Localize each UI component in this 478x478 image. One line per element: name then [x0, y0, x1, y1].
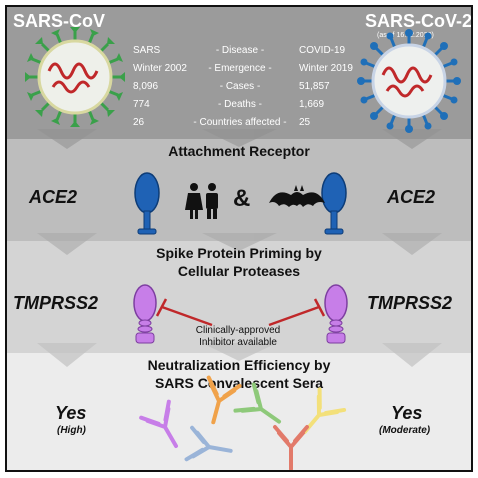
tmprss2-left-label: TMPRSS2	[13, 293, 99, 313]
row-disease-right: COVID-19	[299, 45, 346, 56]
row-cases-left: 8,096	[133, 81, 159, 92]
attachment-graphics	[134, 172, 347, 235]
row-emergence-label: - Emergence -	[208, 63, 272, 74]
row-disease-left: SARS	[133, 45, 161, 56]
antibody-icon	[233, 382, 282, 424]
virus-sars-cov-2-icon	[357, 29, 461, 133]
priming-title-line1: Spike Protein Priming by	[156, 245, 322, 261]
row-deaths-label: - Deaths -	[218, 99, 262, 110]
tmprss2-protease-icon	[324, 284, 348, 344]
sars-cov2-title: SARS-CoV-2	[365, 11, 473, 31]
row-countries-right: 25	[299, 117, 311, 128]
flow-arrow-right-3	[382, 343, 442, 367]
flow-arrow-mid-1	[202, 129, 277, 147]
row-countries-label: - Countries affected -	[193, 117, 287, 128]
band-attachment	[7, 139, 471, 241]
antibody-icon	[184, 425, 233, 462]
bat-icon	[269, 185, 325, 207]
antibody-icon	[206, 375, 242, 425]
flow-arrow-mid-3	[202, 343, 277, 361]
antibody-icon	[273, 425, 309, 470]
inhibitor-note-line2: Inhibitor available	[199, 337, 277, 348]
row-deaths-left: 774	[133, 99, 150, 110]
flow-arrow-left-2	[37, 233, 97, 255]
flow-arrows	[37, 129, 442, 367]
neutralization-title-line2: SARS Convalescent Sera	[154, 375, 324, 391]
as-of-date: (as of 16.02.2020)	[377, 32, 434, 39]
flow-arrow-left-1	[37, 129, 97, 149]
row-disease-label: - Disease -	[215, 45, 265, 56]
ace2-receptor-icon	[134, 172, 160, 235]
inhibitor-bar-right	[313, 298, 326, 317]
figure-frame: SARS-CoV SARS-CoV-2 (as of 16.02.2020)	[5, 5, 473, 472]
ace2-receptor-icon	[321, 172, 347, 235]
row-countries-left: 26	[133, 117, 145, 128]
sars-cov-title: SARS-CoV	[13, 11, 106, 31]
inhibitor-line-right	[268, 305, 320, 327]
antibody-graphics	[139, 375, 347, 470]
tmprss2-protease-icon	[133, 284, 157, 344]
row-deaths-right: 1,669	[299, 99, 325, 110]
flow-arrow-mid-2	[202, 233, 277, 251]
answer-right-detail: (Moderate)	[379, 425, 431, 436]
row-emergence-left: Winter 2002	[133, 63, 187, 74]
answer-left-detail: (High)	[57, 425, 86, 436]
flow-arrow-left-3	[37, 343, 97, 367]
answer-left: Yes	[55, 403, 87, 423]
virus-sars-cov-icon	[25, 27, 125, 127]
row-cases-right: 51,857	[299, 81, 330, 92]
ampersand: &	[233, 185, 251, 212]
attachment-receptor-title: Attachment Receptor	[168, 143, 310, 159]
row-cases-label: - Cases -	[219, 81, 261, 92]
priming-title-line2: Cellular Proteases	[177, 263, 301, 279]
flow-arrow-right-1	[382, 129, 442, 149]
neutralization-title-line1: Neutralization Efficiency by	[147, 357, 331, 373]
humans-icon	[185, 183, 218, 219]
inhibitor-line-left	[161, 305, 213, 327]
row-emergence-right: Winter 2019	[299, 63, 353, 74]
inhibitor-arrows	[155, 298, 326, 327]
antibody-icon	[139, 399, 178, 449]
inhibitor-note-line1: Clinically-approved	[195, 325, 281, 336]
band-priming	[7, 241, 471, 353]
virus-icons	[25, 27, 461, 133]
ace2-left-label: ACE2	[29, 187, 78, 207]
ace2-right-label: ACE2	[387, 187, 436, 207]
flow-arrow-right-2	[382, 233, 442, 255]
antibody-icon	[302, 387, 347, 434]
tmprss2-right-label: TMPRSS2	[367, 293, 453, 313]
priming-graphics	[133, 284, 348, 344]
answer-right: Yes	[391, 403, 423, 423]
inhibitor-bar-left	[155, 298, 168, 317]
